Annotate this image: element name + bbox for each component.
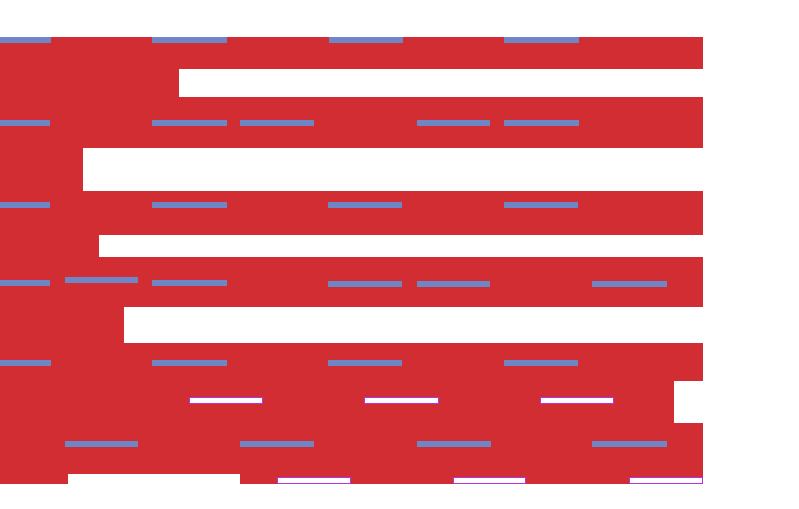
link-underline-bar[interactable] <box>152 37 227 43</box>
link-underline-bar[interactable] <box>328 281 402 287</box>
link-underline-bar[interactable] <box>417 441 491 447</box>
redacted-text-block <box>0 69 179 97</box>
redacted-text-block <box>0 307 124 343</box>
link-underline-bar[interactable] <box>0 202 50 208</box>
highlighted-link-bar[interactable] <box>629 477 703 484</box>
link-underline-bar[interactable] <box>152 280 227 286</box>
redacted-text-block <box>0 148 83 191</box>
redacted-text-block <box>0 97 703 148</box>
highlighted-link-bar[interactable] <box>189 397 263 404</box>
link-underline-bar[interactable] <box>152 360 227 366</box>
redacted-text-block <box>0 191 703 235</box>
link-underline-bar[interactable] <box>592 441 667 447</box>
link-underline-bar[interactable] <box>592 281 667 287</box>
link-underline-bar[interactable] <box>328 202 402 208</box>
highlighted-link-bar[interactable] <box>453 477 526 484</box>
link-underline-bar[interactable] <box>504 360 578 366</box>
link-underline-bar[interactable] <box>329 37 403 43</box>
link-underline-bar[interactable] <box>504 202 578 208</box>
redacted-text-block <box>0 235 99 257</box>
highlighted-link-bar[interactable] <box>364 397 439 404</box>
link-underline-bar[interactable] <box>152 120 227 126</box>
link-underline-bar[interactable] <box>152 202 227 208</box>
link-underline-bar[interactable] <box>417 120 490 126</box>
link-underline-bar[interactable] <box>240 441 314 447</box>
link-underline-bar[interactable] <box>0 37 51 43</box>
background-notch <box>674 381 703 423</box>
link-underline-bar[interactable] <box>0 360 51 366</box>
redacted-text-block <box>0 474 68 484</box>
link-underline-bar[interactable] <box>240 120 314 126</box>
link-underline-bar[interactable] <box>504 120 579 126</box>
highlighted-link-bar[interactable] <box>540 397 614 404</box>
link-underline-bar[interactable] <box>328 360 402 366</box>
link-underline-bar[interactable] <box>504 37 579 43</box>
link-underline-bar[interactable] <box>0 280 50 286</box>
link-underline-bar[interactable] <box>65 441 138 447</box>
link-underline-bar[interactable] <box>65 277 138 283</box>
link-underline-bar[interactable] <box>0 120 50 126</box>
highlighted-link-bar[interactable] <box>277 477 351 484</box>
link-underline-bar[interactable] <box>417 281 490 287</box>
